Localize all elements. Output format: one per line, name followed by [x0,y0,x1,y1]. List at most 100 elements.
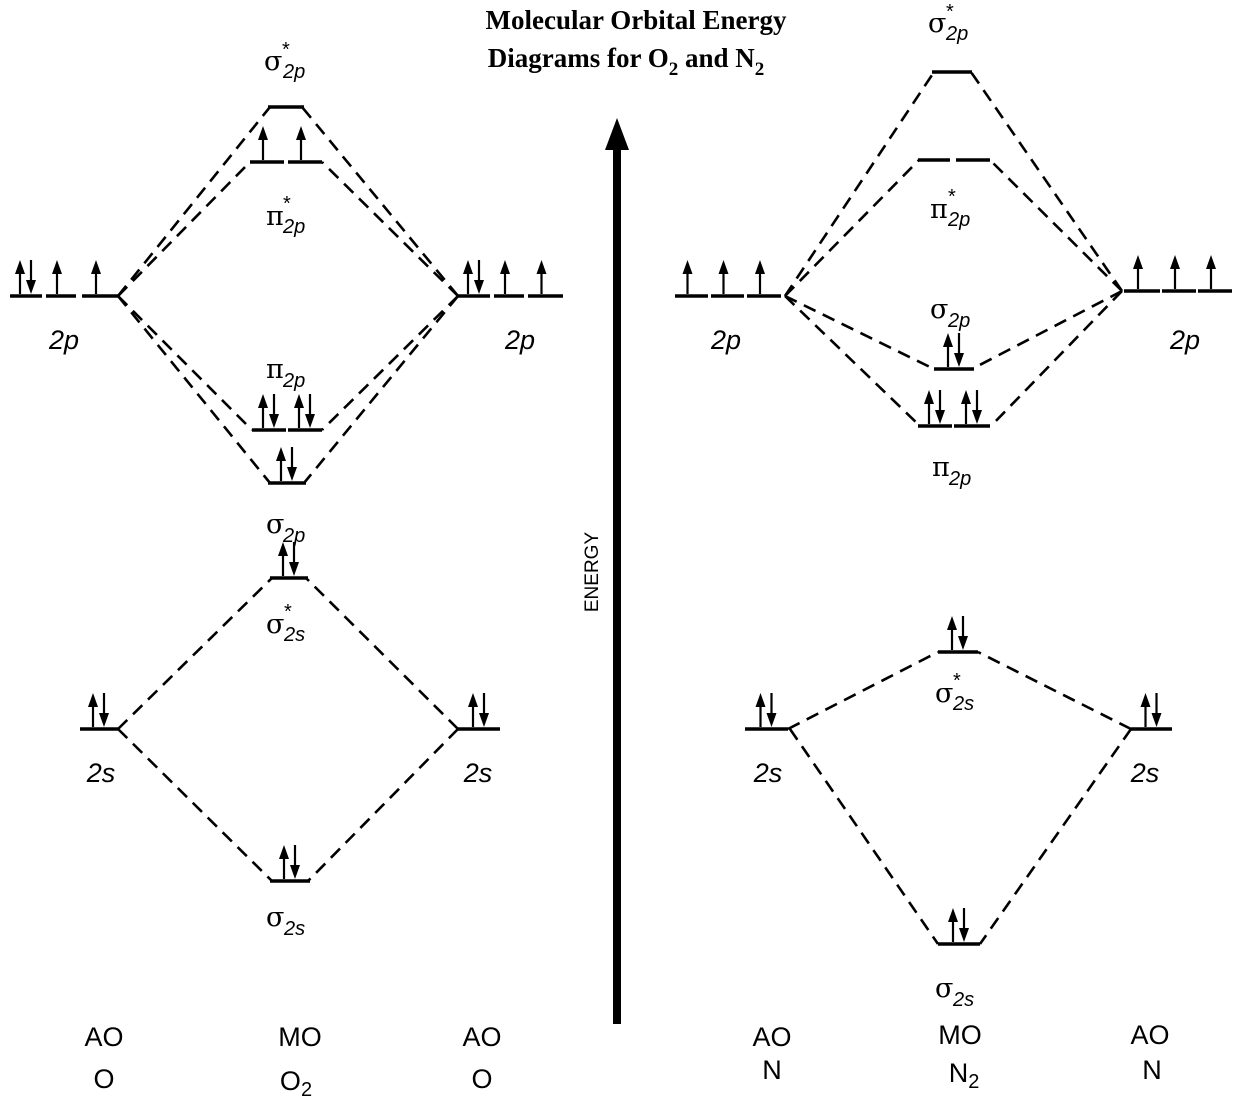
spin-down-arrowhead [26,280,36,294]
spin-down-arrowhead [935,410,945,424]
n2-pi-2p-level [918,390,990,428]
spin-down-arrowhead [959,928,969,942]
spin-down-arrowhead [958,636,968,650]
svg-text:2p: 2p [947,209,970,231]
svg-text:σ: σ [935,678,953,709]
spin-up-arrowhead [52,260,62,274]
spin-up-arrowhead [755,693,766,707]
o2-right-atom-label: O [471,1064,492,1094]
n2-right-2p-level [1124,255,1232,293]
o2-molecule-label: O2 [280,1066,312,1101]
n2-pi-star-2p-label: π * 2p [930,186,970,231]
spin-up-arrowhead [279,845,289,859]
svg-text:σ: σ [264,46,282,77]
spin-down-arrowhead [1151,713,1162,727]
spin-up-arrowhead [948,908,958,922]
spin-up-arrowhead [943,333,953,347]
o2-pi-2p-level [252,394,322,432]
spin-down-arrowhead [474,280,484,294]
spin-up-arrowhead [500,260,510,274]
svg-text:2p: 2p [282,61,305,83]
n2-left-2p-level [675,260,781,298]
svg-text:2p: 2p [282,370,305,392]
svg-text:2p: 2p [710,325,741,355]
n2-sigma-star-2p-label: σ * 2p [928,1,968,45]
spin-up-arrowhead [947,616,957,630]
n2-right-atom-label: N [1142,1055,1162,1085]
n2-left-ao-label: AO [752,1022,791,1052]
n2-mo-label: MO [938,1020,982,1050]
o2-pi-star-2p-label: π * 2p [266,193,305,238]
spin-down-arrowhead [290,865,300,879]
svg-text:π: π [930,194,948,225]
o2-right-2p-label: 2p [504,325,535,355]
spin-up-arrowhead [15,260,25,274]
energy-axis-label: ENERGY [582,532,603,613]
svg-text:2s: 2s [1130,758,1160,788]
o2-sigma-2s-level [270,845,310,883]
n2-left-2p-label: 2p [710,325,741,355]
spin-down-arrowhead [766,713,777,727]
spin-up-arrowhead [258,126,268,140]
n2-sigma-2s-label: σ 2s [935,973,974,1011]
svg-text:*: * [948,186,956,208]
svg-text:*: * [953,670,961,692]
n2-pi-2p-label: π 2p [932,452,971,490]
n2-sigma-2s-level [938,908,980,946]
svg-text:2p: 2p [947,310,970,332]
o2-left-2s-level [80,693,118,731]
o2-right-ao-label: AO [462,1022,501,1052]
o2-levels [10,105,563,883]
n2-molecule-label: N2 [949,1058,980,1093]
spin-up-arrowhead [718,260,729,274]
n2-left-atom-label: N [762,1055,782,1085]
spin-up-arrowhead [961,390,971,404]
spin-up-arrowhead [924,390,934,404]
svg-text:σ: σ [930,294,948,325]
spin-up-arrowhead [536,260,547,274]
svg-text:*: * [283,193,291,215]
n2-diagram: 2p 2p 2s 2s σ * 2p π * 2p σ 2p π 2p σ * … [675,1,1232,1093]
spin-down-arrowhead [269,414,279,428]
n2-right-2p-label: 2p [1169,325,1200,355]
n2-left-2s-level [745,693,788,731]
o2-diagram: 2p 2p 2s 2s σ * 2p π * 2p π 2p σ 2p σ * [10,39,563,1101]
title-line-2: Diagrams for O2 and N2 [488,43,765,80]
svg-text:2s: 2s [283,918,305,940]
n2-right-ao-label: AO [1130,1020,1169,1050]
spin-up-arrowhead [755,260,765,274]
spin-up-arrowhead [88,693,98,707]
n2-sigma-star-2s-label: σ * 2s [935,670,974,715]
o2-sigma-2p-level [268,447,306,485]
spin-up-arrowhead [1133,255,1143,269]
svg-text:2p: 2p [282,216,305,238]
spin-down-arrowhead [479,713,489,727]
svg-text:2p: 2p [945,23,968,45]
svg-text:*: * [282,39,290,61]
o2-pi-star-2p-level [250,126,322,164]
svg-text:2s: 2s [463,758,493,788]
svg-text:π: π [932,452,950,483]
n2-sigma-star-2s-level [938,616,978,654]
n2-sigma-2p-level [934,333,974,371]
o2-pi-2p-label: π 2p [266,354,305,392]
spin-down-arrowhead [972,410,982,424]
o2-left-2p-level [10,260,118,298]
svg-text:2s: 2s [952,989,974,1011]
svg-text:2s: 2s [86,758,116,788]
energy-axis-arrowhead [605,118,629,150]
svg-text:σ: σ [266,509,284,540]
svg-text:σ: σ [266,609,284,640]
n2-right-2s-label: 2s [1130,758,1160,788]
svg-text:2p: 2p [1169,325,1200,355]
o2-sigma-star-2s-level [270,542,308,580]
spin-up-arrowhead [258,394,268,408]
o2-left-2p-label: 2p [48,325,79,355]
spin-up-arrowhead [468,693,478,707]
title-line-1: Molecular Orbital Energy [486,5,787,35]
o2-sigma-2p-label: σ 2p [266,509,305,547]
svg-text:2p: 2p [504,325,535,355]
svg-text:π: π [266,201,284,232]
svg-text:σ: σ [935,973,953,1004]
spin-up-arrowhead [682,260,693,274]
